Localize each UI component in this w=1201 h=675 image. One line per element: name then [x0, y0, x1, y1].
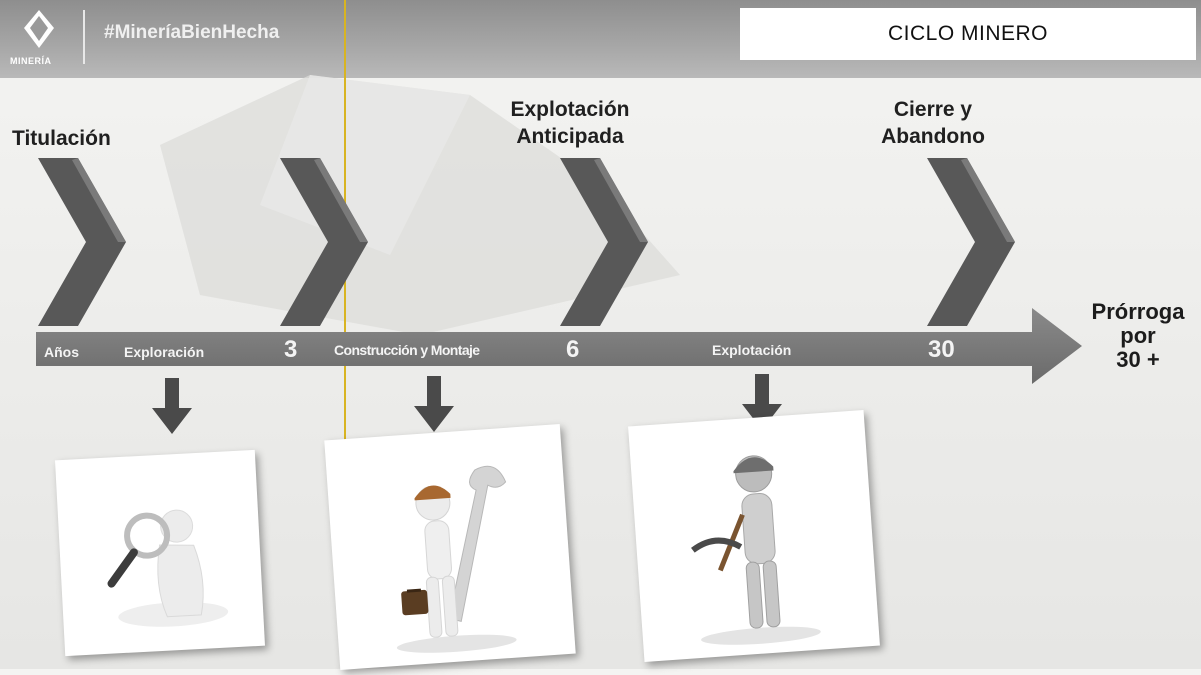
chevron-icon	[280, 158, 368, 326]
timeline-label-construccion: Construcción y Montaje	[334, 342, 480, 358]
magnifier-figure-icon	[107, 509, 229, 627]
phase-label-line: Explotación	[510, 98, 630, 121]
timeline-year-6: 6	[566, 336, 580, 363]
hashtag-text: #MineríaBienHecha	[104, 22, 280, 43]
title-box: CICLO MINERO	[740, 8, 1196, 60]
wrench-worker-icon	[396, 465, 517, 653]
logo-text: MINERÍA	[10, 56, 52, 66]
prorroga-line: 30 +	[1116, 347, 1160, 372]
timeline-label-anos: Años	[44, 344, 79, 360]
phase-label-line: Cierre y	[893, 98, 973, 121]
prorroga-line: por	[1120, 323, 1156, 348]
exploration-card	[55, 449, 265, 657]
timeline-year-30: 30	[928, 336, 955, 363]
page-title: CICLO MINERO	[887, 22, 1048, 45]
timeline-year-3: 3	[284, 336, 298, 363]
diamond-logo-icon	[24, 10, 54, 48]
phase-label-cierre: Cierre y Abandono	[858, 96, 1008, 150]
header-divider	[83, 10, 85, 64]
timeline-arrow	[36, 308, 1082, 384]
down-arrow-icon	[152, 378, 192, 434]
chevron-icon	[38, 158, 126, 326]
timeline-label-explotacion: Explotación	[712, 342, 792, 358]
prorroga-label: Prórroga por 30 +	[1078, 300, 1198, 372]
phase-label-explotacion-anticipada: Explotación Anticipada	[480, 96, 660, 150]
phase-label-titulacion: Titulación	[12, 127, 111, 150]
miner-pickaxe-icon	[691, 455, 821, 645]
logo: MINERÍA	[8, 8, 72, 66]
construction-card	[324, 424, 576, 670]
phase-label-line: Anticipada	[516, 125, 624, 148]
miner-card	[628, 410, 880, 662]
down-arrow-icon	[414, 376, 454, 432]
prorroga-line: Prórroga	[1091, 299, 1185, 324]
phase-label-line: Abandono	[881, 125, 985, 148]
timeline-label-exploracion: Exploración	[124, 344, 205, 360]
chevron-icon	[560, 158, 648, 326]
chevron-icon	[927, 158, 1015, 326]
